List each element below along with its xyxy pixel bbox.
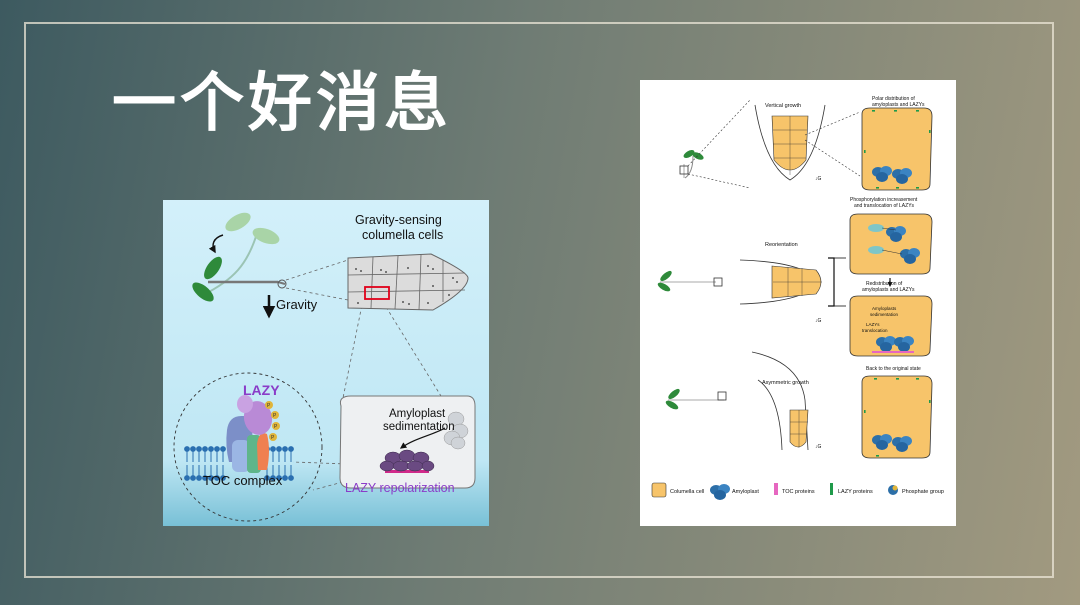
lazy-repolarization-label: LAZY repolarization bbox=[345, 481, 455, 495]
lazy-repolarization-band bbox=[385, 470, 429, 473]
selected-cell-highlight bbox=[364, 286, 390, 300]
columella-title-line2: columella cells bbox=[362, 228, 443, 242]
columella-cells bbox=[347, 253, 469, 311]
legend-toc-proteins: TOC proteins bbox=[782, 489, 815, 495]
legend-lazy-proteins: LAZY proteins bbox=[838, 489, 873, 495]
asymmetric-growth-label: Asymmetric growth bbox=[762, 380, 809, 386]
columella-cell-zoom bbox=[339, 395, 476, 489]
phosphorylation-line2: and translocation of LAZYs bbox=[854, 203, 915, 209]
reorientation-label: Reorientation bbox=[765, 242, 798, 248]
polar-distribution-line1: Polar distribution of bbox=[872, 96, 915, 102]
legend-columella-cell: Columella cell bbox=[670, 489, 704, 495]
lazy-protein-icon bbox=[237, 395, 273, 435]
gravity-sensing-diagram: Gravity Gravity-sensing columella cells bbox=[163, 200, 489, 526]
gravity-marker: ↓G bbox=[815, 176, 822, 182]
magnified-membrane-circle bbox=[173, 372, 323, 522]
legend-phosphate-group: Phosphate group bbox=[902, 489, 944, 495]
horizontal-seedling-icon bbox=[655, 268, 717, 294]
legend-toc-icon bbox=[774, 483, 778, 495]
toc-complex-label: TOC complex bbox=[203, 473, 283, 488]
lazy-mechanism-figure: Vertical growth Polar distribution of am… bbox=[640, 80, 956, 526]
legend-amyloplast-icon bbox=[710, 484, 730, 500]
lazy-translocation-line2: translocation bbox=[862, 328, 888, 333]
phosphate-letter: P bbox=[267, 403, 271, 409]
phosphate-icons bbox=[265, 401, 280, 441]
gravity-sensing-figure: Gravity Gravity-sensing columella cells bbox=[163, 200, 489, 526]
redistribution-line2: amyloplasts and LAZYs bbox=[862, 287, 915, 293]
amyloplast-sedimentation-line1: Amyloplasts bbox=[872, 306, 897, 311]
legend-amyloplast: Amyloplast bbox=[732, 489, 759, 495]
legend bbox=[651, 482, 898, 500]
back-to-original-label: Back to the original state bbox=[866, 366, 921, 372]
lazy-mechanism-diagram: Vertical growth Polar distribution of am… bbox=[651, 96, 944, 500]
legend-columella-cell-icon bbox=[651, 482, 667, 498]
gravity-marker: ↓G bbox=[815, 444, 822, 450]
phosphate-letter: P bbox=[271, 435, 275, 441]
lazy-translocation-line1: LAZYs bbox=[866, 322, 880, 327]
amyloplast-sedimentation-line1: Amyloplast bbox=[389, 408, 446, 420]
lazy-label: LAZY bbox=[243, 382, 280, 398]
gravity-marker: ↓G bbox=[815, 318, 822, 324]
gravity-label: Gravity bbox=[276, 297, 318, 312]
seedling-icon bbox=[681, 147, 706, 179]
sedimentation-arrow-icon bbox=[399, 427, 446, 449]
row-reorientation bbox=[655, 213, 933, 357]
amyloplast-cluster-upper bbox=[443, 411, 469, 450]
seedling-icon bbox=[192, 212, 287, 302]
amyloplast-sedimentation-line2: sedimentation bbox=[383, 421, 455, 433]
vertical-growth-label: Vertical growth bbox=[765, 103, 801, 109]
seedling-icon bbox=[663, 386, 725, 412]
toc-complex-shapes bbox=[226, 415, 269, 473]
legend-lazy-icon bbox=[830, 483, 833, 495]
row-asymmetric-growth bbox=[663, 351, 933, 459]
amyloplast-sedimentation-line2: sedimentation bbox=[870, 312, 899, 317]
phosphorylation-line1: Phosphorylation increasement bbox=[850, 197, 918, 203]
amyloplast-cluster-sedimented bbox=[379, 449, 435, 472]
slide-title: 一个好消息 bbox=[112, 67, 452, 141]
redistribution-line1: Redistribution of bbox=[866, 281, 903, 287]
phosphate-letter: P bbox=[274, 424, 278, 430]
row-vertical-growth bbox=[679, 99, 933, 191]
polar-distribution-line2: amyloplasts and LAZYs bbox=[872, 102, 925, 108]
slide-frame bbox=[24, 22, 1054, 578]
phosphate-letter: P bbox=[273, 413, 277, 419]
columella-title-line1: Gravity-sensing bbox=[355, 213, 442, 227]
